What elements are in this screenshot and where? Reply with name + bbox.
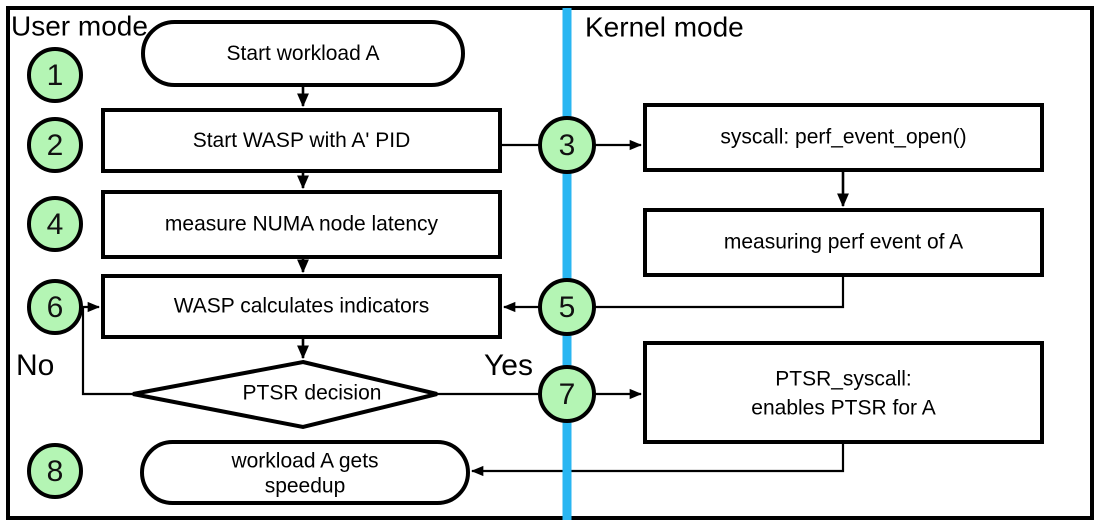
node-workload-speedup-label-2: speedup [265, 475, 346, 498]
node-workload-speedup-label-1: workload A gets [230, 450, 378, 473]
step-badge-2-label: 2 [47, 129, 64, 162]
node-wasp-calculates[interactable] [101, 274, 502, 339]
branch-label-yes: Yes [484, 349, 533, 382]
step-badge-2[interactable] [27, 117, 83, 173]
node-measure-numa-label: measure NUMA node latency [165, 213, 439, 236]
step-badge-1-label: 1 [47, 59, 64, 92]
diagram-frame [6, 6, 1094, 520]
node-ptsr-syscall-label-1: PTSR_syscall: [775, 368, 912, 391]
node-ptsr-decision[interactable] [132, 359, 438, 430]
node-measure-numa[interactable] [101, 190, 502, 259]
edge-measuring-to-badge5 [594, 275, 845, 309]
step-badge-4[interactable] [27, 196, 83, 252]
node-start-wasp-label: Start WASP with A' PID [193, 129, 411, 152]
branch-label-no: No [16, 349, 54, 382]
region-title-user-mode: User mode [11, 10, 148, 41]
region-title-kernel-mode: Kernel mode [585, 11, 744, 42]
step-badge-7-label: 7 [559, 378, 576, 411]
step-badge-5[interactable] [538, 278, 596, 336]
step-badge-6[interactable] [27, 279, 83, 335]
node-ptsr-decision-label: PTSR decision [243, 382, 382, 405]
edge-ptsr-to-speedup [471, 442, 845, 477]
step-badge-5-label: 5 [559, 291, 576, 324]
node-syscall-perf-event-open-label: syscall: perf_event_open() [720, 126, 966, 149]
step-badge-1[interactable] [27, 47, 83, 103]
step-badge-6-label: 6 [47, 291, 64, 324]
node-measuring-perf-event-label: measuring perf event of A [724, 231, 963, 254]
node-start-workload-label: Start workload A [227, 42, 380, 65]
node-workload-speedup[interactable] [140, 440, 470, 505]
step-badge-8[interactable] [27, 443, 83, 499]
node-measuring-perf-event[interactable] [643, 208, 1044, 277]
node-ptsr-syscall-label-2: enables PTSR for A [751, 397, 935, 420]
step-badge-3[interactable] [538, 116, 596, 174]
node-ptsr-syscall[interactable] [643, 341, 1044, 444]
node-start-wasp[interactable] [101, 108, 502, 173]
step-badge-3-label: 3 [559, 129, 576, 162]
step-badge-4-label: 4 [47, 208, 64, 241]
step-badge-8-label: 8 [47, 455, 64, 488]
step-badge-7[interactable] [538, 365, 596, 423]
node-syscall-perf-event-open[interactable] [643, 103, 1044, 172]
node-wasp-calculates-label: WASP calculates indicators [174, 295, 430, 318]
edge-no-loopback [81, 301, 133, 396]
